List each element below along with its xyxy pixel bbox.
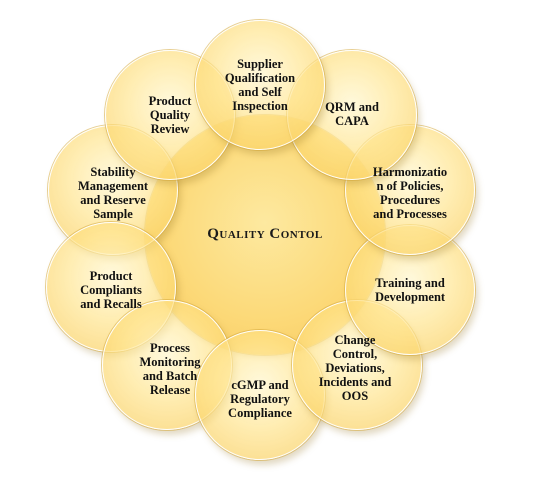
node-label-process: Process Monitoring and Batch Release	[139, 341, 201, 397]
node-label-stability: Stability Management and Reserve Sample	[77, 165, 149, 221]
node-circle-supplier	[195, 20, 325, 150]
node-label-change-control: Change Control, Deviations, Incidents an…	[318, 333, 392, 403]
node-label-harmonization: Harmonizatio n of Policies, Procedures a…	[372, 165, 448, 221]
node-label-complaints: Product Compliants and Recalls	[80, 269, 142, 311]
center-label: Quality Contol	[207, 226, 323, 242]
node-label-gmp: cGMP and Regulatory Compliance	[228, 378, 292, 420]
node-label-qrm: QRM and CAPA	[325, 100, 379, 128]
node-label-supplier: Supplier Qualification and Self Inspecti…	[224, 57, 296, 113]
node-label-pqr: Product Quality Review	[148, 94, 192, 136]
node-label-training: Training and Development	[374, 276, 446, 304]
